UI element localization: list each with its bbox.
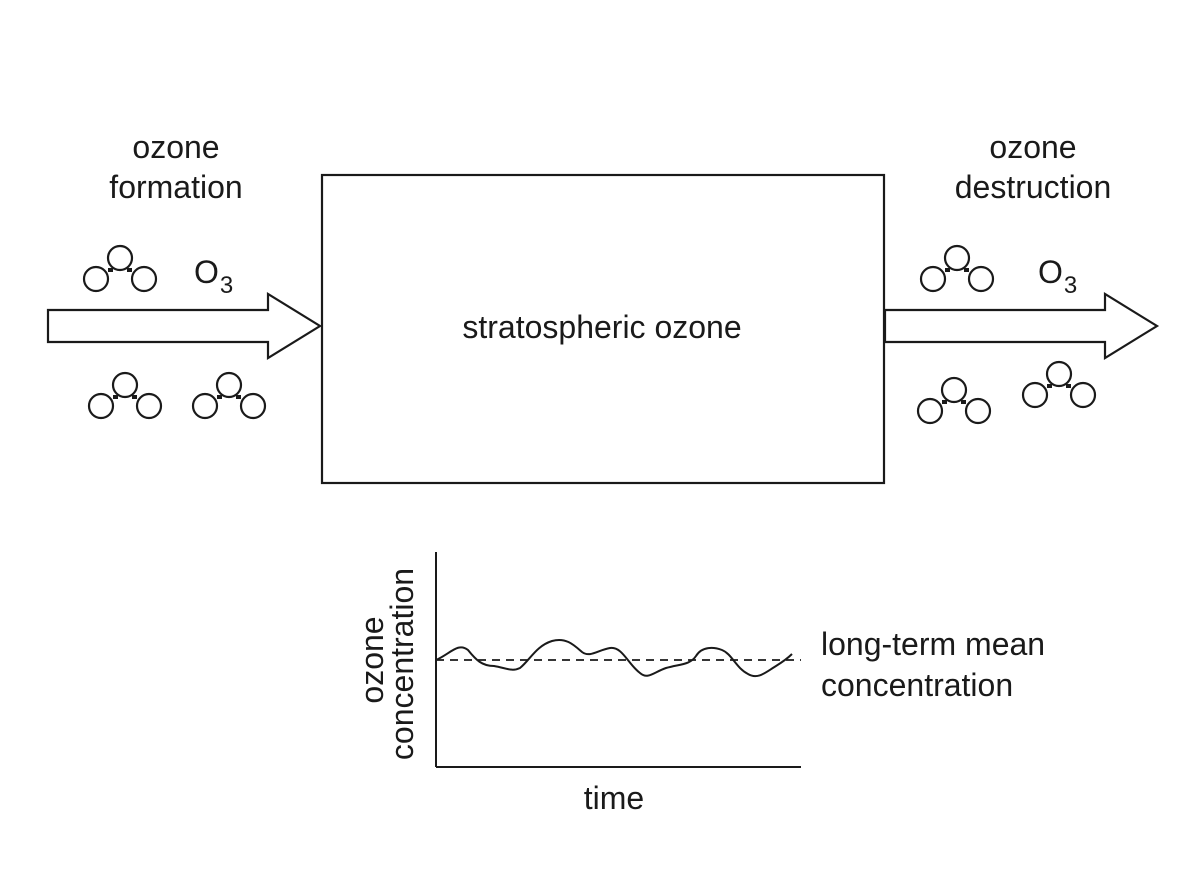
stratosphere-box-label: stratospheric ozone xyxy=(462,309,741,345)
graph-ylabel-line2: concentration xyxy=(384,568,420,760)
graph-ylabel-line1: ozone xyxy=(354,616,390,703)
mean-label-line2: concentration xyxy=(821,667,1013,703)
concentration-graph: ozone concentration time long-term mean … xyxy=(354,552,1045,816)
ozone-molecule-icon xyxy=(87,371,163,420)
graph-xlabel: time xyxy=(584,780,644,816)
formation-title-line2: formation xyxy=(109,169,242,205)
destruction-o3-label: O3 xyxy=(1038,254,1077,299)
formation-o3-label: O3 xyxy=(194,254,233,299)
destruction-title-line2: destruction xyxy=(955,169,1112,205)
ozone-concentration-curve xyxy=(435,639,793,678)
ozone-molecule-icon xyxy=(1021,360,1097,409)
ozone-molecule-icon xyxy=(191,371,267,420)
ozone-molecule-icon xyxy=(916,376,992,425)
destruction-arrow xyxy=(883,292,1160,360)
destruction-title-line1: ozone xyxy=(989,129,1076,165)
mean-label-line1: long-term mean xyxy=(821,626,1045,662)
ozone-molecule-icon xyxy=(919,244,995,293)
ozone-molecule-icon xyxy=(82,244,158,293)
stratosphere-box xyxy=(320,173,886,485)
formation-title-line1: ozone xyxy=(132,129,219,165)
formation-arrow xyxy=(46,292,323,360)
